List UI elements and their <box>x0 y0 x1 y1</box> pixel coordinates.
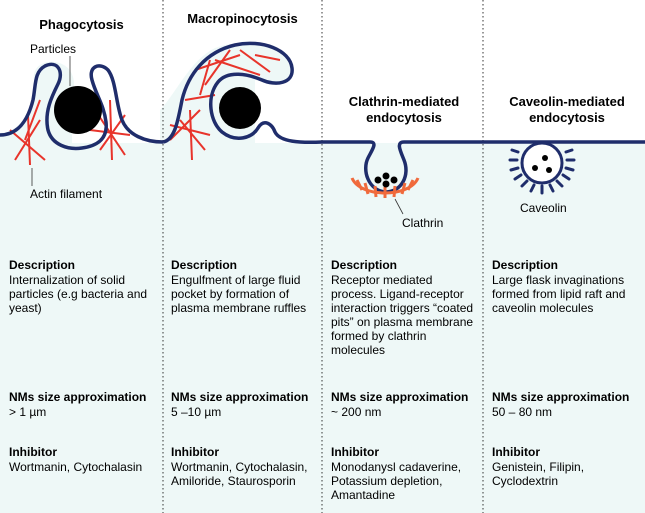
description-text: Large flask invaginations formed from li… <box>492 273 626 315</box>
particle-phago <box>54 86 102 134</box>
size-value: 50 – 80 nm <box>492 405 553 419</box>
title-caveolin-mediated: Caveolin-mediated endocytosis <box>509 94 625 125</box>
membrane-phago <box>0 62 164 151</box>
membrane-macro <box>162 41 323 145</box>
title-phagocytosis: Phagocytosis <box>39 17 124 32</box>
inhibitor-heading: Inhibitor <box>492 445 540 459</box>
inhibitor-heading: Inhibitor <box>9 445 57 459</box>
description-heading: Description <box>171 258 238 272</box>
inhibitor-text: Monodanysl cadaverine, Potassium depleti… <box>331 460 462 502</box>
label-clathrin: Clathrin <box>402 216 444 230</box>
size-heading: NMs size approximation <box>331 390 469 404</box>
size-value: ~ 200 nm <box>331 405 382 419</box>
title-macropinocytosis: Macropinocytosis <box>187 11 298 26</box>
description-text: Internalization of solid particles (e.g … <box>9 273 148 315</box>
size-heading: NMs size approximation <box>171 390 309 404</box>
size-heading: NMs size approximation <box>9 390 147 404</box>
inhibitor-text: Wortmanin, Cytochalasin <box>9 460 143 474</box>
label-caveolin: Caveolin <box>520 201 567 215</box>
size-heading: NMs size approximation <box>492 390 630 404</box>
label-actin-filament: Actin filament <box>30 187 103 201</box>
inhibitor-heading: Inhibitor <box>331 445 379 459</box>
clathrin-leader <box>394 198 404 215</box>
inhibitor-text: Genistein, Filipin, Cyclodextrin <box>492 460 585 488</box>
caveolin-cargo <box>532 155 552 173</box>
title-clathrin-mediated: Clathrin-mediated endocytosis <box>348 94 460 125</box>
clathrin-coat <box>350 177 420 198</box>
description-heading: Description <box>331 258 398 272</box>
inhibitor-text: Wortmanin, Cytochalasin, Amiloride, Stau… <box>171 460 308 488</box>
caveolin-vesicle <box>520 141 564 185</box>
clathrin-cargo <box>374 172 398 188</box>
description-text: Engulfment of large fluid pocket by form… <box>171 273 307 315</box>
description-text: Receptor mediated process. Ligand-recept… <box>331 273 474 357</box>
size-value: 5 –10 µm <box>171 405 222 419</box>
description-heading: Description <box>9 258 76 272</box>
size-value: > 1 µm <box>9 405 47 419</box>
inhibitor-heading: Inhibitor <box>171 445 219 459</box>
particle-macro <box>219 87 261 129</box>
actin-filaments-macro <box>169 49 281 161</box>
caveolin-coat <box>508 148 576 195</box>
description-heading: Description <box>492 258 559 272</box>
label-particles: Particles <box>30 42 77 56</box>
